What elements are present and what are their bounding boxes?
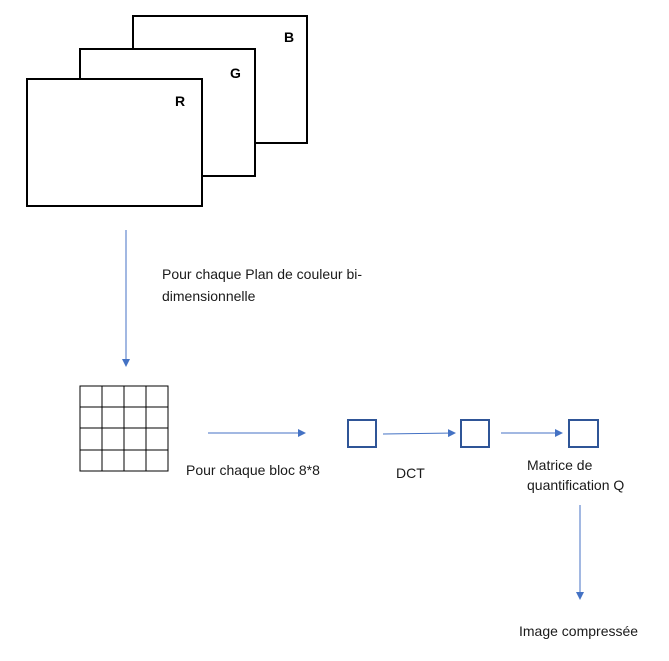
quant-caption-line2: quantification Q (527, 477, 624, 493)
plane-r-label: R (175, 93, 185, 109)
per-plane-caption-line2: dimensionnelle (162, 288, 256, 304)
output-caption: Image compressée (519, 623, 638, 639)
block-dct (460, 419, 490, 448)
block-quantized (568, 419, 599, 448)
arrow-block-to-dct (382, 429, 456, 438)
plane-g-label: G (230, 65, 241, 81)
per-plane-caption-line1: Pour chaque Plan de couleur bi- (162, 266, 362, 282)
color-planes: B G R (26, 15, 308, 207)
block-input (347, 419, 377, 448)
plane-r (26, 78, 203, 207)
dct-caption: DCT (396, 465, 425, 481)
block-grid (79, 385, 169, 472)
quant-caption-line1: Matrice de (527, 457, 593, 473)
per-block-caption: Pour chaque bloc 8*8 (186, 462, 320, 478)
plane-b-label: B (284, 29, 294, 45)
